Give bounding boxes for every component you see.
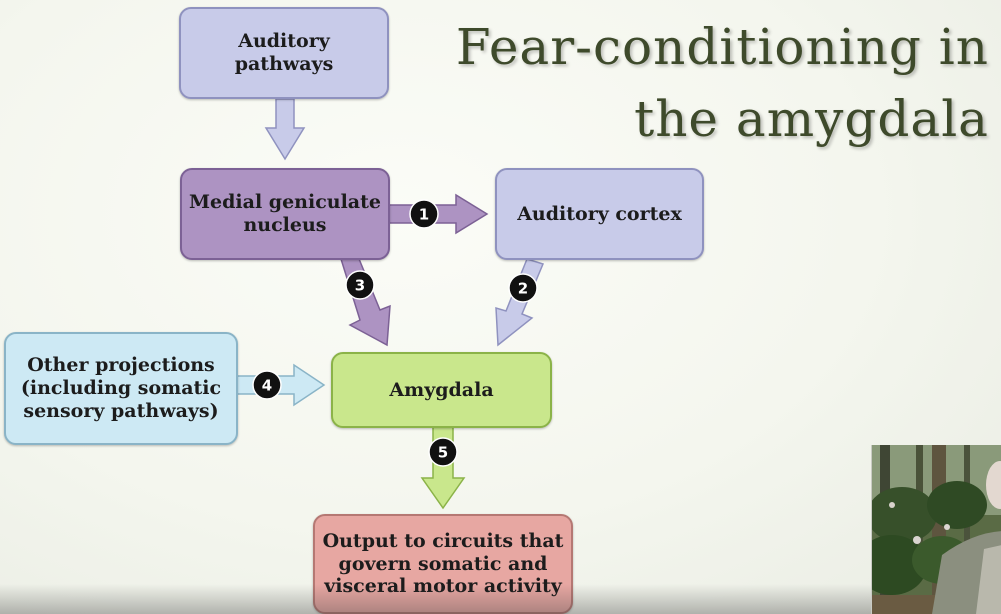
arrow-pathway-3 [340,253,391,347]
presenter-video[interactable] [871,445,1001,614]
arrow-pathway-2 [495,258,545,347]
arrow-pathway-5 [420,426,466,510]
node-medial-geniculate-nucleus: Medial geniculate nucleus [180,168,390,260]
node-auditory-pathways: Auditory pathways [179,7,389,99]
presenter-video-thumbnail [872,445,1001,614]
slide-title-line2: the amygdala [634,90,989,148]
node-other-projections: Other projections (including somatic sen… [4,332,238,445]
video-bottom-gradient [0,584,871,614]
arrow-pathways-to-mgn [264,98,306,161]
arrow-pathway-1 [388,193,489,235]
node-auditory-cortex: Auditory cortex [495,168,704,260]
slide-title-line1: Fear-conditioning in [455,18,989,76]
node-output-circuits: Output to circuits that govern somatic a… [313,514,573,614]
node-amygdala: Amygdala [331,352,552,428]
arrow-pathway-4 [236,363,326,407]
